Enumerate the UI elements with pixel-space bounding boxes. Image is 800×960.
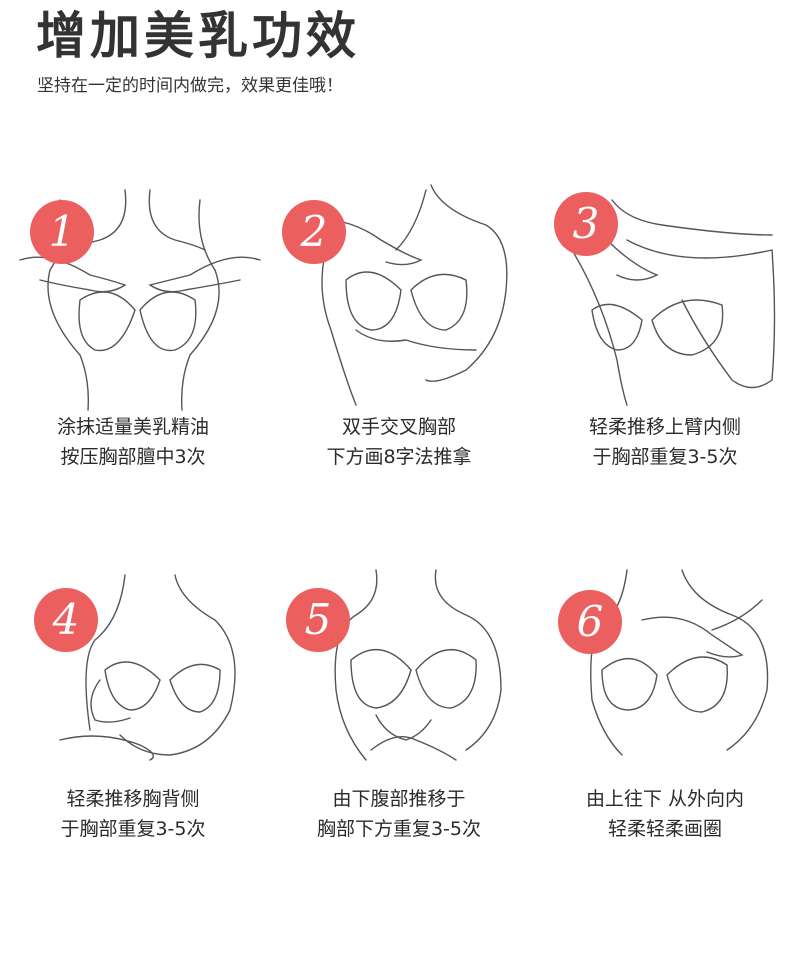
caption-line-1: 由下腹部推移于 <box>332 788 466 810</box>
step-caption: 由下腹部推移于 胸部下方重复3-5次 <box>266 784 532 844</box>
caption-line-2: 按压胸部膻中3次 <box>60 446 206 468</box>
step-number-badge: 5 <box>286 588 350 652</box>
step-number-badge: 1 <box>30 200 94 264</box>
caption-line-2: 胸部下方重复3-5次 <box>316 818 482 840</box>
step-card-6: 6 由上往下 从外向内 轻柔轻柔画圈 <box>532 560 798 960</box>
step-card-1: 1 涂抹适量美乳精油 按压胸部膻中3次 <box>0 180 266 580</box>
caption-line-1: 轻柔推移上臂内侧 <box>588 416 741 438</box>
caption-line-1: 涂抹适量美乳精油 <box>56 416 209 438</box>
step-number-badge: 2 <box>282 200 346 264</box>
step-card-3: 3 轻柔推移上臂内侧 于胸部重复3-5次 <box>532 180 798 580</box>
step-4-illustration <box>59 574 236 761</box>
step-caption: 涂抹适量美乳精油 按压胸部膻中3次 <box>0 412 266 472</box>
step-caption: 由上往下 从外向内 轻柔轻柔画圈 <box>532 784 798 844</box>
caption-line-2: 下方画8字法推拿 <box>326 446 472 468</box>
step-3-illustration <box>571 199 776 406</box>
step-caption: 轻柔推移上臂内侧 于胸部重复3-5次 <box>532 412 798 472</box>
step-card-5: 5 由下腹部推移于 胸部下方重复3-5次 <box>266 560 532 960</box>
step-caption: 轻柔推移胸背侧 于胸部重复3-5次 <box>0 784 266 844</box>
step-number-badge: 3 <box>554 192 618 256</box>
step-2-illustration <box>305 184 508 406</box>
caption-line-1: 轻柔推移胸背侧 <box>66 788 200 810</box>
page-subtitle: 坚持在一定的时间内做完，效果更佳哦！ <box>37 76 343 96</box>
caption-line-2: 轻柔轻柔画圈 <box>607 818 722 840</box>
step-card-4: 4 轻柔推移胸背侧 于胸部重复3-5次 <box>0 560 266 960</box>
caption-line-2: 于胸部重复3-5次 <box>592 446 738 468</box>
page-title: 增加美乳功效 <box>36 7 360 65</box>
step-number-badge: 4 <box>34 588 98 652</box>
caption-line-1: 由上往下 从外向内 <box>585 788 745 810</box>
step-card-2: 2 双手交叉胸部 下方画8字法推拿 <box>266 180 532 580</box>
caption-line-1: 双手交叉胸部 <box>341 416 456 438</box>
caption-line-2: 于胸部重复3-5次 <box>60 818 206 840</box>
step-number-badge: 6 <box>558 590 622 654</box>
step-caption: 双手交叉胸部 下方画8字法推拿 <box>266 412 532 472</box>
